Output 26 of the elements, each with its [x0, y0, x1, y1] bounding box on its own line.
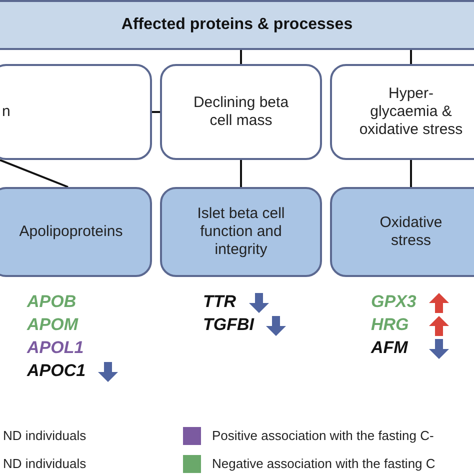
- gene-name: APOB: [27, 292, 76, 312]
- gene-name: APOL1: [27, 338, 84, 358]
- category-box: Apolipoproteins: [0, 187, 152, 277]
- gene-name: APOC1: [27, 361, 86, 381]
- header-band: Affected proteins & processes: [0, 0, 474, 50]
- gene-name: HRG: [371, 315, 409, 335]
- category-box: Oxidative stress: [330, 187, 474, 277]
- gene-name: TGFBI: [203, 315, 254, 335]
- connector-line: [152, 111, 160, 113]
- legend-text: Positive association with the fasting C-: [212, 428, 434, 443]
- gene-name: TTR: [203, 292, 236, 312]
- gene-name: GPX3: [371, 292, 416, 312]
- legend-text: ND individuals: [3, 428, 86, 443]
- gene-name: AFM: [371, 338, 408, 358]
- gene-name: APOM: [27, 315, 78, 335]
- connector-line: [0, 159, 68, 188]
- legend-text: Negative association with the fasting C: [212, 456, 436, 471]
- connector-line: [410, 160, 412, 187]
- process-box: Hyper- glycaemia & oxidative stress: [330, 64, 474, 160]
- category-box: Islet beta cell function and integrity: [160, 187, 322, 277]
- process-box: Declining beta cell mass: [160, 64, 322, 160]
- connector-line: [240, 160, 242, 187]
- legend-text: ND individuals: [3, 456, 86, 471]
- process-box: n: [0, 64, 152, 160]
- connector-line: [410, 50, 412, 64]
- connector-line: [240, 50, 242, 64]
